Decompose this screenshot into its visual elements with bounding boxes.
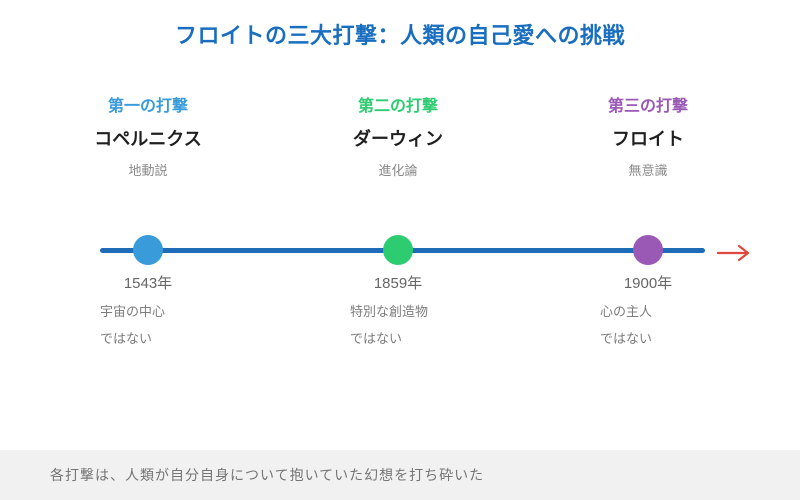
- year-label: 1859年: [373, 275, 423, 292]
- year-label: 1543年: [123, 275, 173, 292]
- concept-label: 無意識: [628, 163, 668, 178]
- description-line: ではない: [100, 331, 153, 346]
- timeline-dot-copernicus: [133, 235, 163, 265]
- blow-label: 第三の打撃: [607, 98, 688, 115]
- footer-caption: 各打撃は、人類が自分自身について抱いていた幻想を打ち砕いた: [50, 467, 485, 483]
- description-line: ではない: [350, 331, 403, 346]
- footer-bar: 各打撃は、人類が自分自身について抱いていた幻想を打ち砕いた: [0, 450, 800, 500]
- timeline-dot-freud: [633, 235, 663, 265]
- description-line: ではない: [600, 331, 653, 346]
- figure-name: フロイト: [612, 129, 684, 149]
- concept-label: 進化論: [378, 163, 418, 178]
- event-description: 心の主人 ではない: [600, 298, 652, 352]
- figure-name: ダーウィン: [353, 129, 443, 149]
- description-line: 宇宙の中心: [100, 304, 166, 319]
- timeline-column-darwin: 第二の打撃 ダーウィン 進化論: [288, 92, 508, 179]
- figure-name: コペルニクス: [94, 129, 202, 149]
- blow-label: 第一の打撃: [107, 98, 188, 115]
- arrow-right-icon: [716, 244, 750, 262]
- event-description: 宇宙の中心 ではない: [100, 298, 165, 352]
- timeline-column-copernicus: 第一の打撃 コペルニクス 地動説: [38, 92, 258, 179]
- timeline-column-freud: 第三の打撃 フロイト 無意識: [538, 92, 758, 179]
- description-line: 特別な創造物: [350, 304, 429, 319]
- timeline-dot-darwin: [383, 235, 413, 265]
- year-label: 1900年: [623, 275, 673, 292]
- page-title: フロイトの三大打撃：人類の自己愛への挑戦: [174, 23, 625, 48]
- event-description: 特別な創造物 ではない: [350, 298, 428, 352]
- concept-label: 地動説: [128, 163, 168, 178]
- description-line: 心の主人: [600, 304, 653, 319]
- blow-label: 第二の打撃: [357, 98, 438, 115]
